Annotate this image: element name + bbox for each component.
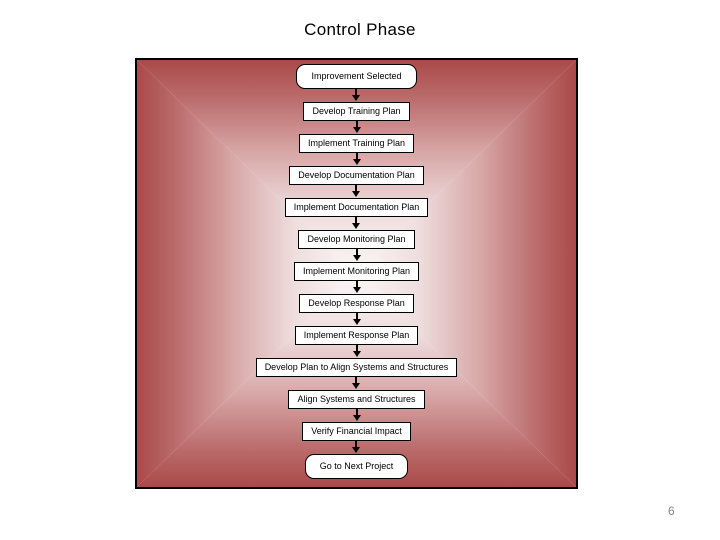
flow-step-box: Implement Monitoring Plan	[293, 262, 420, 281]
arrow-head	[352, 191, 361, 197]
flow-step: Implement Monitoring Plan	[293, 262, 420, 294]
flow-step: Develop Training Plan	[303, 102, 410, 134]
flowchart-frame: Improvement Selected Develop Training Pl…	[135, 58, 578, 489]
down-arrow-icon	[352, 377, 361, 390]
arrow-head	[352, 319, 361, 325]
flow-step: Develop Documentation Plan	[289, 166, 424, 198]
flow-step: Develop Plan to Align Systems and Struct…	[255, 358, 458, 390]
down-arrow-icon	[352, 345, 361, 358]
arrow-head	[352, 287, 361, 293]
down-arrow-icon	[352, 185, 361, 198]
down-arrow-icon	[352, 313, 361, 326]
flow-step: Verify Financial Impact	[302, 422, 411, 454]
down-arrow-icon	[352, 153, 361, 166]
flow-step-box: Go to Next Project	[304, 454, 409, 479]
page-number: 6	[668, 504, 675, 518]
arrow-shaft	[355, 249, 358, 255]
arrow-shaft	[355, 377, 358, 383]
flowchart-column: Improvement Selected Develop Training Pl…	[137, 60, 576, 487]
arrow-shaft	[355, 153, 358, 159]
flow-step-box: Develop Plan to Align Systems and Struct…	[255, 358, 458, 377]
arrow-head	[352, 415, 361, 421]
arrow-head	[352, 159, 361, 165]
down-arrow-icon	[352, 121, 361, 134]
flow-step: Develop Monitoring Plan	[298, 230, 415, 262]
arrow-shaft	[355, 313, 358, 319]
arrow-shaft	[355, 441, 358, 447]
arrow-shaft	[355, 89, 358, 95]
arrow-head	[352, 223, 361, 229]
flow-step: Implement Training Plan	[298, 134, 415, 166]
arrow-shaft	[355, 281, 358, 287]
flow-step-box: Implement Response Plan	[294, 326, 419, 345]
arrow-head	[352, 255, 361, 261]
flow-step-box: Align Systems and Structures	[288, 390, 425, 409]
flow-step: Implement Response Plan	[294, 326, 419, 358]
arrow-shaft	[355, 217, 358, 223]
down-arrow-icon	[352, 217, 361, 230]
down-arrow-icon	[352, 281, 361, 294]
flow-step: Align Systems and Structures	[288, 390, 425, 422]
flow-step: Go to Next Project	[304, 454, 409, 479]
flow-step: Implement Documentation Plan	[284, 198, 429, 230]
arrow-shaft	[355, 345, 358, 351]
flow-step: Develop Response Plan	[299, 294, 414, 326]
flow-step-box: Improvement Selected	[296, 64, 417, 89]
down-arrow-icon	[352, 409, 361, 422]
down-arrow-icon	[352, 89, 361, 102]
arrow-head	[352, 383, 361, 389]
arrow-shaft	[355, 185, 358, 191]
flow-step-box: Implement Documentation Plan	[284, 198, 429, 217]
flow-step-box: Develop Response Plan	[299, 294, 414, 313]
flow-step: Improvement Selected	[296, 64, 417, 102]
flow-step-box: Develop Documentation Plan	[289, 166, 424, 185]
arrow-head	[352, 127, 361, 133]
flow-step-box: Verify Financial Impact	[302, 422, 411, 441]
flow-step-box: Develop Training Plan	[303, 102, 410, 121]
flow-step-box: Develop Monitoring Plan	[298, 230, 415, 249]
arrow-shaft	[355, 121, 358, 127]
slide-title: Control Phase	[304, 20, 416, 39]
arrow-shaft	[355, 409, 358, 415]
down-arrow-icon	[352, 249, 361, 262]
arrow-head	[352, 351, 361, 357]
down-arrow-icon	[352, 441, 361, 454]
arrow-head	[352, 447, 361, 453]
arrow-head	[352, 95, 361, 101]
flow-step-box: Implement Training Plan	[298, 134, 415, 153]
